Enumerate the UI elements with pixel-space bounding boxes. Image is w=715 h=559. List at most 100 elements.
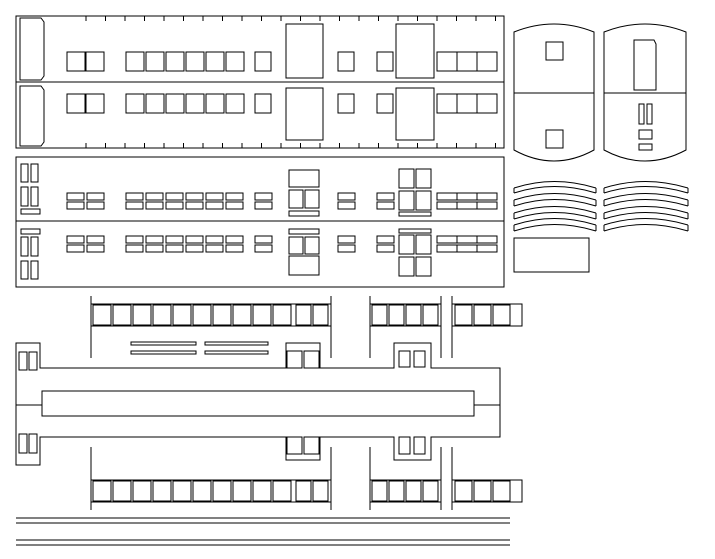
roof-curve-strips — [513, 181, 689, 232]
window-cutout — [476, 93, 498, 114]
window-cutout — [192, 480, 212, 502]
window-strip — [125, 244, 144, 253]
window-strip — [225, 201, 244, 210]
window-cutout — [145, 51, 165, 72]
window-cutout — [192, 304, 212, 326]
panel-outline — [15, 156, 505, 288]
window-strip — [185, 201, 204, 210]
window-cutout — [205, 93, 225, 114]
window-cutout — [232, 480, 252, 502]
window-cutout — [286, 436, 303, 455]
window-cutout — [422, 304, 439, 326]
roof-curve-strip — [513, 199, 597, 207]
window-cutout — [20, 260, 29, 280]
window-cutout — [152, 304, 172, 326]
window-strip — [225, 192, 244, 201]
window-cutout — [172, 480, 192, 502]
window-strip — [376, 235, 395, 244]
window-cutout — [18, 351, 28, 371]
window-strip — [254, 192, 273, 201]
window-cutout — [112, 304, 132, 326]
window-cutout — [30, 186, 39, 207]
window-strip — [125, 192, 144, 201]
end-wall-left — [513, 23, 595, 162]
window-cutout — [272, 480, 292, 502]
window-cutout — [252, 304, 272, 326]
window-cutout — [473, 480, 492, 502]
window-cutout — [205, 51, 225, 72]
window-strip — [376, 192, 395, 201]
door-outline — [395, 87, 435, 141]
window-cutout — [212, 304, 232, 326]
window-band — [90, 303, 332, 327]
window-cutout — [312, 304, 329, 326]
window-cutout — [398, 168, 415, 189]
window-cutout — [545, 41, 564, 61]
window-strip — [254, 244, 273, 253]
window-strip — [66, 235, 85, 244]
window-strip — [476, 192, 498, 201]
window-cutout — [232, 304, 252, 326]
window-cutout — [185, 93, 205, 114]
roof-curve-strip — [603, 206, 689, 214]
door-outline — [19, 17, 45, 81]
window-strip — [456, 235, 478, 244]
roof-curve-strip — [513, 218, 597, 226]
window-strip — [254, 235, 273, 244]
window-strip — [225, 244, 244, 253]
window-cutout — [295, 304, 312, 326]
center-channel — [41, 390, 475, 417]
window-cutout — [66, 93, 86, 114]
window-cutout — [376, 51, 394, 72]
strip-line — [130, 350, 197, 355]
sill-strip — [20, 208, 41, 215]
sill-strip — [638, 143, 653, 151]
window-cutout — [66, 51, 86, 72]
window-strip — [66, 201, 85, 210]
roof-curve-strip — [603, 199, 689, 207]
window-cutout — [254, 93, 272, 114]
window-strip — [165, 235, 184, 244]
window-cutout — [286, 350, 303, 369]
window-strip — [376, 201, 395, 210]
window-cutout — [30, 236, 39, 257]
window-cutout — [398, 234, 415, 255]
window-cutout — [304, 236, 320, 255]
window-cutout — [415, 168, 432, 189]
window-cutout — [125, 51, 145, 72]
side-wall-panel — [15, 15, 505, 149]
window-band — [451, 303, 523, 327]
window-cutout — [456, 93, 478, 114]
window-cutout — [132, 304, 152, 326]
window-band — [451, 479, 523, 503]
window-cutout — [398, 350, 411, 368]
window-strip — [476, 201, 498, 210]
window-cutout — [125, 93, 145, 114]
window-cutout — [398, 190, 415, 211]
window-cutout — [28, 351, 38, 371]
window-cutout — [405, 304, 422, 326]
window-strip — [145, 201, 164, 210]
roof-curve-strip — [603, 212, 689, 220]
window-strip — [456, 244, 478, 253]
strip-line — [204, 341, 269, 346]
window-cutout — [145, 93, 165, 114]
window-strip — [86, 235, 105, 244]
door-outline — [288, 255, 320, 276]
window-cutout — [415, 190, 432, 211]
window-cutout — [405, 480, 422, 502]
spare-rectangle — [513, 237, 590, 273]
roof-curve-strip — [513, 206, 597, 214]
strip-line — [130, 341, 197, 346]
window-cutout — [303, 350, 320, 369]
window-cutout — [212, 480, 232, 502]
window-cutout — [646, 103, 653, 125]
window-cutout — [492, 480, 511, 502]
window-strip — [337, 244, 356, 253]
window-cutout — [415, 256, 432, 277]
window-cutout — [112, 480, 132, 502]
window-cutout — [303, 436, 320, 455]
end-wall-right — [603, 23, 687, 162]
window-cutout — [436, 93, 458, 114]
